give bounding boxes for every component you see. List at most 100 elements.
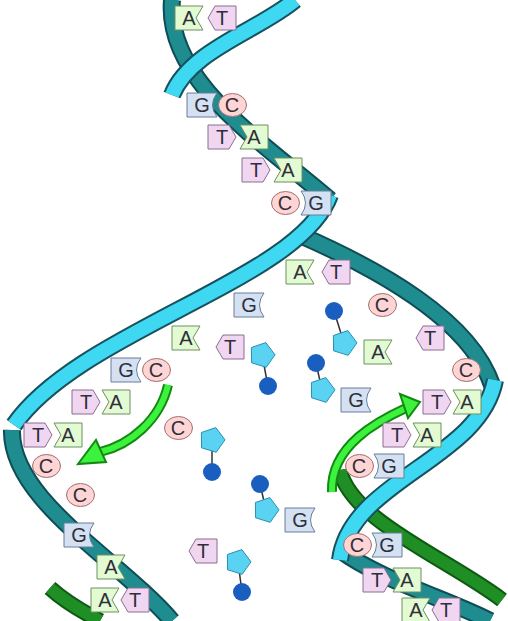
sugar-pentagon [255, 498, 279, 523]
strand-ribbon [340, 470, 502, 600]
base-letter: A [54, 423, 82, 447]
nucleotide-base: G [187, 93, 217, 117]
base-letter: A [172, 326, 200, 350]
phosphate-dot [251, 475, 269, 493]
base-letter: C [452, 358, 481, 382]
base-outline [32, 455, 60, 478]
base-outline [189, 539, 217, 563]
strand-outline [340, 470, 502, 600]
base-outline [218, 94, 246, 117]
base-letter: A [402, 598, 430, 621]
arrow-shaft [332, 408, 406, 492]
phosphate-dot [325, 302, 343, 320]
nucleotide-base: A [102, 390, 130, 414]
strand-outline [12, 430, 172, 621]
nucleotide-base: A [91, 588, 119, 612]
base-outline [372, 533, 402, 557]
arrow-head [400, 394, 420, 418]
base-outline [452, 359, 480, 382]
base-outline [24, 423, 52, 447]
strand-ribbon [12, 430, 172, 621]
base-letter: G [285, 508, 315, 532]
base-letter: T [363, 568, 391, 592]
nucleotide-base: T [432, 598, 460, 621]
nucleotide-base: T [208, 6, 236, 30]
base-outline [64, 523, 94, 547]
base-letter: T [216, 335, 244, 359]
base-outline [216, 335, 244, 359]
base-letter: T [72, 390, 100, 414]
nucleotide-base: A [240, 125, 268, 149]
base-outline [413, 423, 441, 447]
base-outline [364, 340, 392, 364]
base-outline [208, 125, 236, 149]
nucleotide-base: A [54, 423, 82, 447]
base-letter: G [301, 191, 331, 215]
nucleotide-base: C [343, 533, 372, 557]
nucleotide-base: A [413, 423, 441, 447]
base-outline [142, 359, 170, 382]
base-outline [240, 125, 268, 149]
base-outline [172, 326, 200, 350]
base-letter: C [368, 293, 397, 317]
base-letter: T [423, 390, 451, 414]
base-letter: A [240, 125, 268, 149]
base-letter: T [432, 598, 460, 621]
nucleotide-base: A [393, 568, 421, 592]
base-outline [368, 294, 396, 317]
nucleotide-base: A [172, 326, 200, 350]
strand-outline [300, 235, 492, 385]
nucleotide-base: T [189, 539, 217, 563]
strand-outline [172, 0, 295, 95]
base-letter: A [102, 390, 130, 414]
base-letter: G [187, 93, 217, 117]
nucleotide-base: A [97, 555, 125, 579]
base-letter: A [286, 260, 314, 284]
nucleotide-base: T [216, 335, 244, 359]
base-outline [271, 192, 299, 215]
base-letter: C [164, 416, 193, 440]
direction-arrow [78, 385, 420, 492]
base-outline [285, 508, 315, 532]
base-outline [363, 568, 391, 592]
nucleotide-base: G [301, 191, 331, 215]
arrow-outline [100, 385, 168, 452]
base-outline [208, 6, 236, 30]
nucleotide-base: A [286, 260, 314, 284]
nucleotide-base: T [121, 588, 149, 612]
strand-outline [340, 380, 495, 560]
base-letter: C [32, 454, 61, 478]
base-letter: A [97, 555, 125, 579]
base-letter: G [64, 523, 94, 547]
base-outline [234, 293, 264, 317]
free-nucleotides [201, 302, 357, 601]
base-outline [66, 484, 94, 507]
base-outline [345, 455, 373, 478]
base-outline [54, 423, 82, 447]
phosphate-dot [203, 463, 221, 481]
base-letter: A [274, 158, 302, 182]
base-outline [322, 260, 350, 284]
base-letter: A [91, 588, 119, 612]
nucleotide-base: T [72, 390, 100, 414]
strand-outline [172, 0, 330, 200]
sugar-pentagon [227, 550, 251, 575]
strand-ribbon [340, 380, 495, 560]
nucleotide-base: G [341, 388, 371, 412]
base-letter: C [66, 483, 95, 507]
base-letter: T [121, 588, 149, 612]
nucleotide-base: C [345, 454, 374, 478]
base-outline [274, 158, 302, 182]
nucleotide-base: C [271, 191, 300, 215]
nucleotide-base: T [423, 390, 451, 414]
nucleotide-base: T [322, 260, 350, 284]
base-outline [72, 390, 100, 414]
base-letter: A [413, 423, 441, 447]
base-letter: T [208, 6, 236, 30]
base-letter: G [234, 293, 264, 317]
nucleotide-base: G [234, 293, 264, 317]
base-outline [111, 358, 141, 382]
base-outline [341, 388, 371, 412]
